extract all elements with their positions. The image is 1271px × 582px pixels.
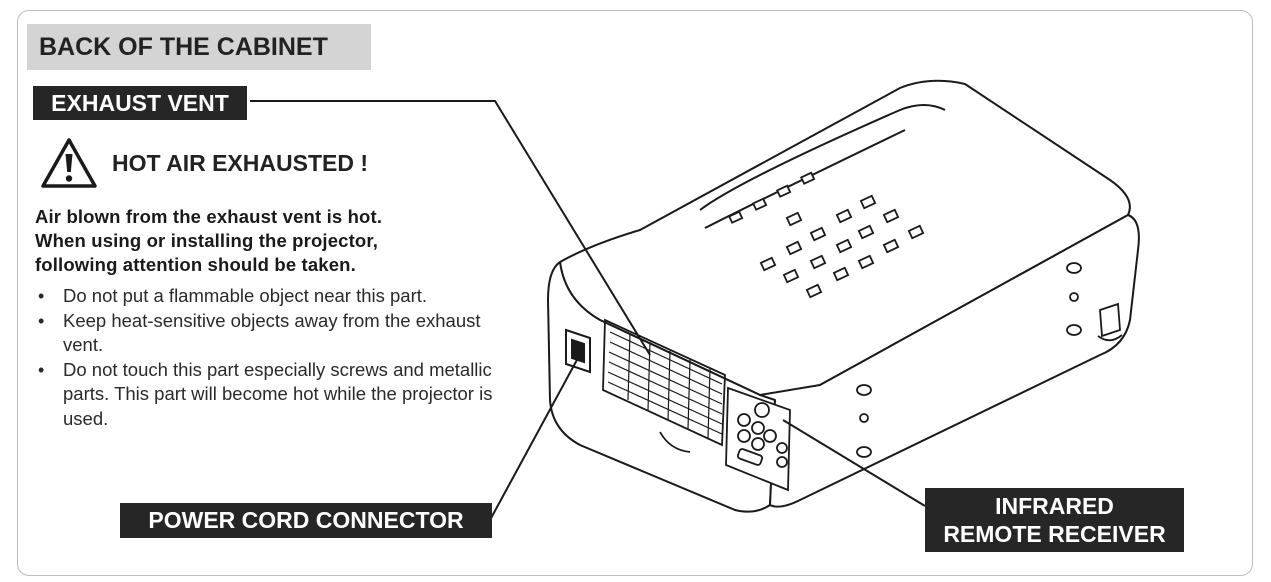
infrared-label-line-1: INFRARED <box>995 493 1114 519</box>
warning-title: HOT AIR EXHAUSTED ! <box>112 149 368 176</box>
intro-line: When using or installing the projector, <box>35 230 378 251</box>
warning-intro: Air blown from the exhaust vent is hot. … <box>35 205 505 277</box>
intro-line: Air blown from the exhaust vent is hot. <box>35 206 383 227</box>
infrared-remote-receiver-label: INFRARED REMOTE RECEIVER <box>925 488 1184 552</box>
section-title: BACK OF THE CABINET <box>27 24 371 70</box>
exhaust-vent-label: EXHAUST VENT <box>33 86 247 120</box>
intro-line: following attention should be taken. <box>35 254 356 275</box>
infrared-label-line-2: REMOTE RECEIVER <box>943 521 1166 547</box>
power-cord-connector-label: POWER CORD CONNECTOR <box>120 503 492 538</box>
precaution-item: Do not put a flammable object near this … <box>35 284 505 309</box>
precaution-list: Do not put a flammable object near this … <box>35 284 505 431</box>
precaution-item: Do not touch this part especially screws… <box>35 358 505 432</box>
warning-triangle-icon <box>41 138 97 188</box>
precaution-item: Keep heat-sensitive objects away from th… <box>35 309 505 358</box>
warning-heading: HOT AIR EXHAUSTED ! <box>40 137 368 189</box>
